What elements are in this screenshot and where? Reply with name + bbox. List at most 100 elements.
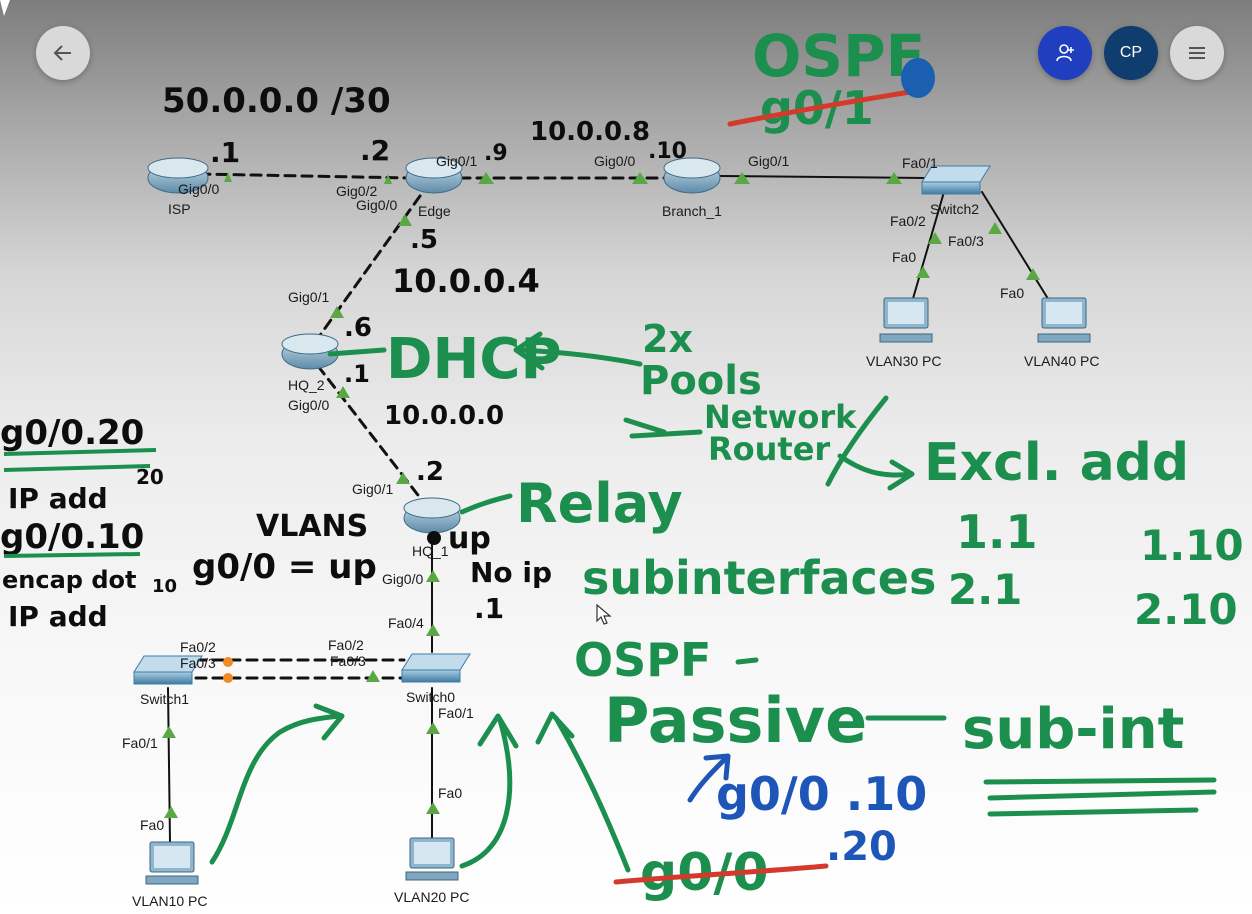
switch-switch1[interactable]: [133, 655, 203, 685]
net-branch-label: 10.0.0.8: [530, 117, 650, 147]
hamburger-menu-icon: [1189, 47, 1205, 59]
avatar-button[interactable]: CP: [1104, 26, 1158, 80]
green-annotations: OSPF g0/1 DHCP 2x Pools Network Router E…: [386, 22, 1244, 903]
pc-vlan40[interactable]: [1037, 297, 1091, 343]
add-user-button[interactable]: [1038, 26, 1092, 80]
excl-arrow: [825, 395, 915, 491]
mouse-cursor: [596, 603, 612, 631]
excl-add-label: Excl. add: [924, 433, 1189, 493]
port-label: Gig0/1: [748, 153, 789, 169]
link-status-indicators: [162, 172, 1040, 818]
status-up-icon: [734, 172, 750, 184]
g00-up-label: g0/0 = up: [192, 547, 377, 587]
g0-20-label: g0/0.20: [0, 413, 144, 453]
port-label: Fa0/4: [388, 615, 424, 631]
pc-vlan30[interactable]: [879, 297, 933, 343]
two-x-label: 2x: [642, 317, 693, 361]
status-up-icon: [336, 386, 350, 398]
ospf-mid-label: OSPF: [574, 633, 711, 687]
pools-arrow: [513, 331, 643, 371]
edge-host-label: .2: [360, 134, 390, 167]
status-up-icon: [478, 172, 494, 184]
device-label-vlan40pc: VLAN40 PC: [1024, 353, 1099, 369]
status-up-icon: [916, 266, 930, 278]
router-hq2[interactable]: [281, 333, 339, 370]
ospf-top-label: OSPF: [752, 22, 925, 90]
relay-line: [459, 493, 513, 515]
port-label: Gig0/0: [356, 197, 397, 213]
link-switch2-pc30: [911, 191, 945, 303]
pc-vlan10[interactable]: [145, 841, 199, 885]
port-label: Fa0/3: [180, 655, 216, 671]
status-up-icon: [426, 722, 440, 734]
swing-arrow-mid: [459, 713, 519, 869]
blue-annotations: g0/0 .10 .20: [716, 767, 927, 870]
link-branch-switch2: [719, 175, 925, 179]
red-strokes: [613, 89, 913, 885]
status-blocking-icon: [223, 657, 233, 667]
router-hq1[interactable]: [403, 497, 461, 534]
status-up-icon: [886, 172, 902, 184]
swing-arrow-right: [535, 711, 631, 873]
back-button[interactable]: [36, 26, 90, 80]
avatar-initials: CP: [1119, 44, 1143, 61]
network-label: Network: [704, 398, 857, 436]
sub-int-underline-3: [987, 807, 1199, 817]
port-label: Fa0/1: [122, 735, 158, 751]
dhcp-arrow: [327, 347, 387, 357]
passive-dash: [735, 657, 759, 665]
router-label: Router: [708, 430, 830, 468]
hq1-host-label: .2: [416, 457, 444, 487]
ten-label: 10: [152, 576, 177, 597]
status-up-icon: [384, 174, 392, 184]
pools-label: Pools: [640, 358, 762, 404]
encap-label: encap dot: [2, 566, 136, 594]
device-label-edge: Edge: [418, 203, 451, 219]
router-branch[interactable]: [663, 157, 721, 194]
port-label: Fa0/1: [902, 155, 938, 171]
port-label: Fa0/1: [438, 705, 474, 721]
device-label-switch1: Switch1: [140, 691, 189, 707]
port-label: Fa0/3: [948, 233, 984, 249]
g0-10-label: g0/0.10: [0, 517, 144, 557]
port-label: Fa0: [438, 785, 462, 801]
black-annotations: 50.0.0.0 /30 .1 .2 .9 10.0.0.8 .10 .5 10…: [0, 81, 687, 633]
link-hq2-hq1: [316, 364, 430, 510]
port-label: Fa0/2: [180, 639, 216, 655]
status-up-icon: [426, 802, 440, 814]
green-strokes: [209, 331, 1217, 873]
hq2-host1-label: .1: [344, 360, 370, 388]
port-label: Gig0/0: [594, 153, 635, 169]
status-up-icon: [426, 570, 440, 582]
pc-vlan20[interactable]: [405, 837, 459, 881]
net-isp-label: 50.0.0.0 /30: [162, 81, 391, 121]
g00-10-label: g0/0 .10: [716, 767, 927, 821]
port-label: Fa0/3: [330, 653, 366, 669]
link-down-indicators: [223, 657, 233, 683]
device-label-hq1: HQ_1: [412, 543, 449, 559]
menu-button[interactable]: [1170, 26, 1224, 80]
device-label-vlan10pc: VLAN10 PC: [132, 893, 207, 909]
device-label-switch2: Switch2: [930, 201, 979, 217]
excl-110-label: 1.10: [1140, 521, 1244, 570]
ospf-strike: [727, 89, 913, 127]
port-label: Fa0/2: [890, 213, 926, 229]
switch-switch0[interactable]: [401, 653, 471, 683]
port-label: Gig0/1: [352, 481, 393, 497]
passive-blue-arrow: [687, 753, 731, 803]
status-blocking-icon: [223, 673, 233, 683]
port-label: Fa0: [892, 249, 916, 265]
ip-add-label-2: IP add: [8, 600, 108, 633]
relay-label: Relay: [516, 472, 683, 535]
router-edge[interactable]: [405, 157, 463, 194]
device-label-vlan30pc: VLAN30 PC: [866, 353, 941, 369]
sub-int-label: sub-int: [962, 697, 1184, 762]
status-up-icon: [426, 624, 440, 636]
port-label: Gig0/0: [178, 181, 219, 197]
ip-add-label-1: IP add: [8, 482, 108, 515]
router-arrow: [623, 417, 703, 439]
device-label-switch0: Switch0: [406, 689, 455, 705]
passive-label: Passive: [604, 684, 867, 757]
switch-switch2[interactable]: [921, 165, 991, 195]
router-isp[interactable]: [147, 157, 209, 194]
